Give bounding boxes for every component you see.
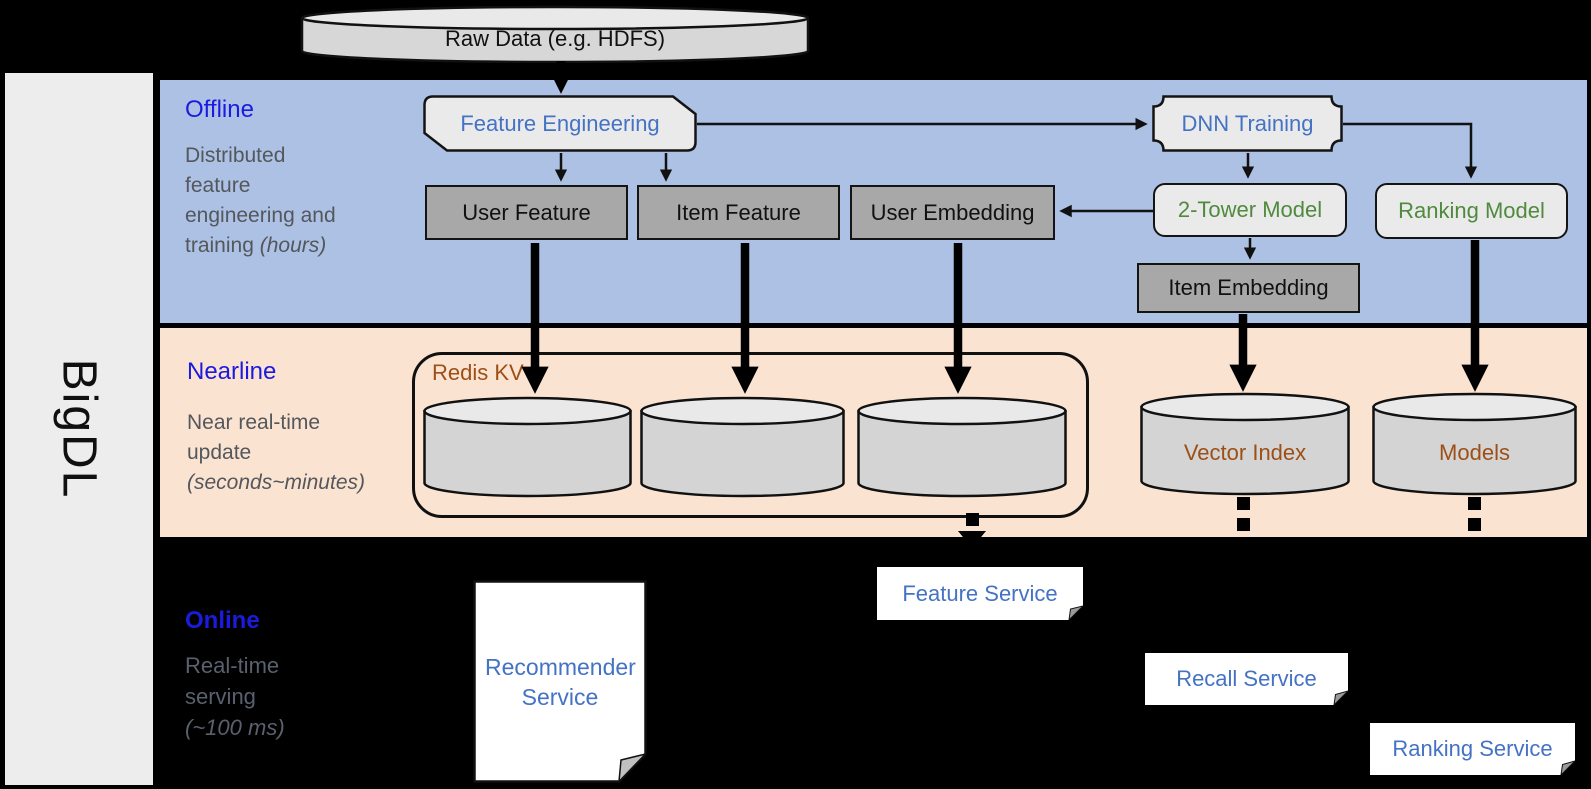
offline-desc-line3: engineering and bbox=[185, 204, 336, 227]
cylinder-shape bbox=[1372, 392, 1577, 496]
feature-engineering-node: Feature Engineering bbox=[423, 95, 697, 152]
ranking-service-label: Ranking Service bbox=[1392, 736, 1553, 761]
nearline-section-title: Nearline bbox=[187, 358, 277, 385]
item-embedding-label: Item Embedding bbox=[1168, 275, 1329, 300]
cylinder-shape bbox=[423, 396, 632, 498]
models-cylinder: Models bbox=[1372, 392, 1577, 496]
cylinder-shape bbox=[857, 396, 1067, 498]
nearline-desc-line2: update bbox=[187, 441, 252, 464]
ranking-model-node: Ranking Model bbox=[1375, 183, 1568, 239]
page-shape bbox=[1145, 653, 1348, 705]
nearline-desc-line1: Near real-time bbox=[187, 411, 321, 434]
page-shape bbox=[1370, 723, 1575, 775]
redis-cylinder-3 bbox=[857, 396, 1067, 498]
offline-section-desc: Distributed feature engineering and trai… bbox=[185, 141, 336, 261]
user-embedding-node: User Embedding bbox=[850, 185, 1055, 240]
bigdl-sidebar: BigDL bbox=[5, 73, 153, 785]
folded-corner bbox=[1333, 690, 1348, 705]
redis-cylinder-1 bbox=[423, 396, 632, 498]
redis-kv-container bbox=[412, 352, 1089, 518]
raw-data-label: Raw Data (e.g. HDFS) bbox=[444, 26, 666, 51]
recommender-service-label: Recommender Service bbox=[485, 653, 636, 710]
item-feature-node: Item Feature bbox=[637, 185, 840, 240]
recommender-service-node: Recommender Service bbox=[473, 580, 647, 783]
cylinder-shape bbox=[1140, 392, 1350, 496]
recall-service-label: Recall Service bbox=[1176, 666, 1317, 691]
nearline-section-desc: Near real-time update (seconds~minutes) bbox=[187, 408, 365, 498]
plaque-shape bbox=[1152, 95, 1343, 152]
feature-service-node: Feature Service bbox=[877, 567, 1083, 620]
offline-desc-line2: feature bbox=[185, 174, 251, 197]
offline-section-title: Offline bbox=[185, 96, 254, 123]
offline-desc-tail: training bbox=[185, 234, 260, 257]
dnn-training-label: DNN Training bbox=[1181, 110, 1314, 136]
user-embedding-label: User Embedding bbox=[870, 199, 1035, 225]
folded-corner bbox=[1560, 760, 1575, 775]
online-desc-italic: (~100 ms) bbox=[185, 715, 285, 740]
ranking-service-node: Ranking Service bbox=[1370, 723, 1575, 775]
page-shape bbox=[877, 567, 1083, 620]
feature-service-label: Feature Service bbox=[902, 580, 1058, 606]
redis-cylinder-2 bbox=[640, 396, 845, 498]
dnn-training-node: DNN Training bbox=[1152, 95, 1343, 152]
models-label: Models bbox=[1439, 440, 1510, 465]
offline-desc-italic: (hours) bbox=[259, 234, 327, 257]
bigdl-brand-label: BigDL bbox=[52, 358, 106, 500]
vector-index-label: Vector Index bbox=[1183, 440, 1307, 465]
folded-corner bbox=[1068, 605, 1083, 620]
folded-corner bbox=[618, 752, 647, 783]
raw-data-cylinder: Raw Data (e.g. HDFS) bbox=[300, 5, 810, 63]
cylinder-shape bbox=[640, 396, 845, 498]
item-embedding-node: Item Embedding bbox=[1137, 263, 1360, 313]
online-section-desc: Real-time serving (~100 ms) bbox=[185, 650, 285, 743]
two-tower-model-label: 2-Tower Model bbox=[1177, 197, 1323, 222]
recall-service-node: Recall Service bbox=[1145, 653, 1348, 705]
offline-desc-line4: training (hours) bbox=[185, 231, 336, 261]
item-feature-label: Item Feature bbox=[676, 199, 801, 225]
nearline-desc-italic: (seconds~minutes) bbox=[187, 471, 365, 494]
offline-desc-line1: Distributed bbox=[185, 144, 286, 167]
vector-index-cylinder: Vector Index bbox=[1140, 392, 1350, 496]
online-section-title: Online bbox=[185, 607, 260, 634]
user-feature-node: User Feature bbox=[425, 185, 628, 240]
two-tower-model-node: 2-Tower Model bbox=[1153, 183, 1347, 237]
redis-kv-label: Redis KV bbox=[432, 360, 524, 385]
snip-corner-shape bbox=[423, 95, 697, 152]
ranking-model-label: Ranking Model bbox=[1398, 198, 1545, 223]
feature-engineering-label: Feature Engineering bbox=[460, 110, 660, 136]
cylinder-shape bbox=[300, 5, 810, 63]
user-feature-label: User Feature bbox=[462, 199, 591, 225]
online-desc-line2: serving bbox=[185, 684, 256, 709]
document-shape bbox=[473, 580, 647, 783]
online-desc-line1: Real-time bbox=[185, 653, 280, 678]
